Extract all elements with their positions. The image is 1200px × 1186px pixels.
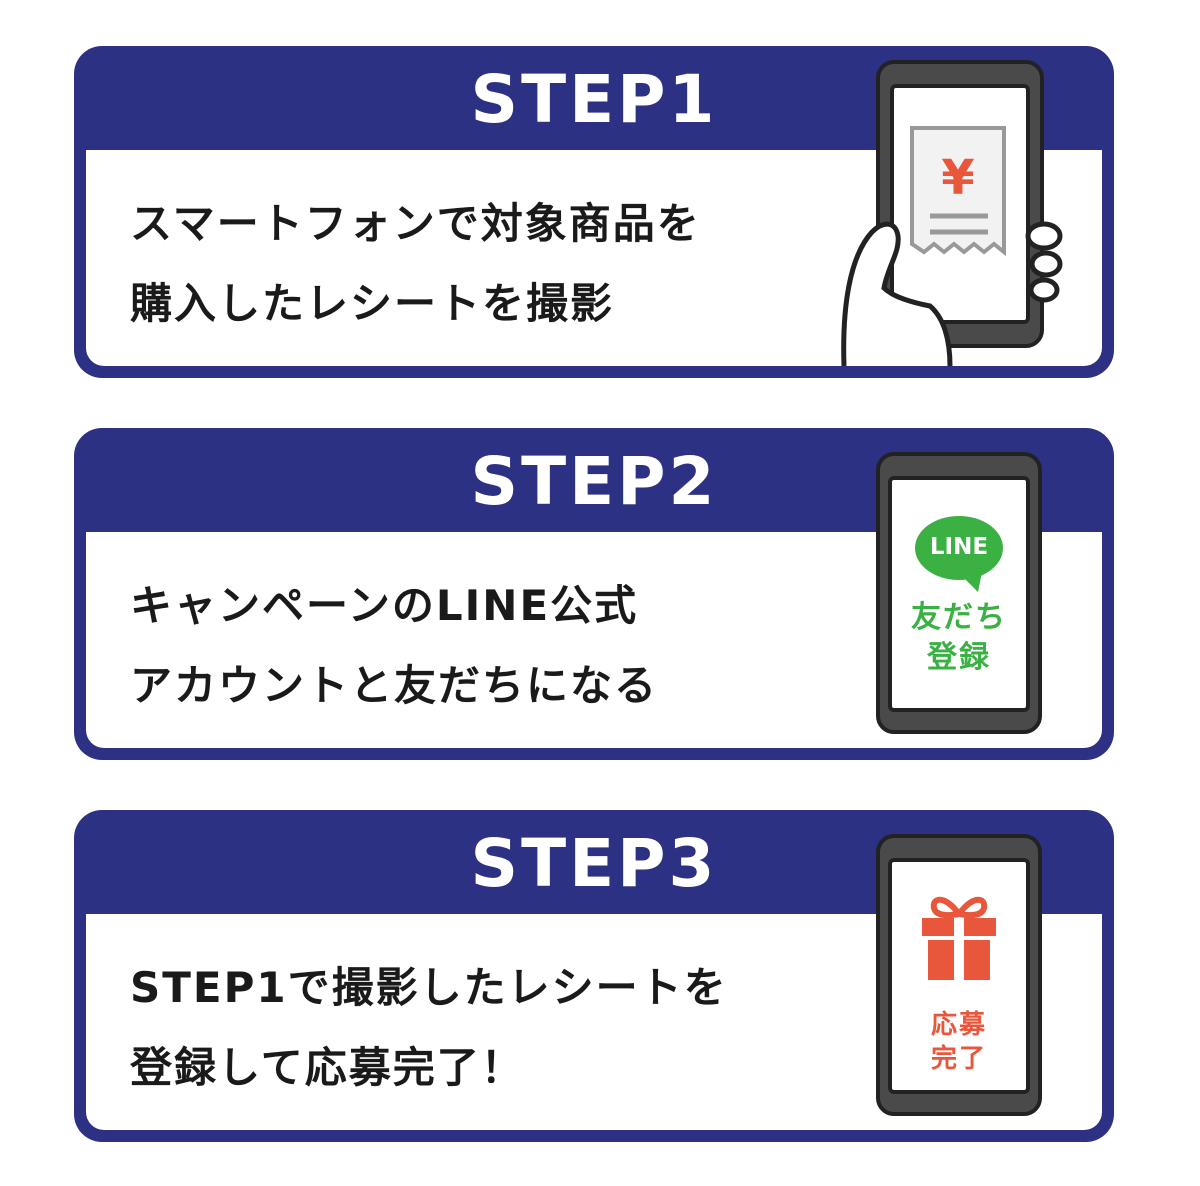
step3-line2: 登録して応募完了！ [130,1043,525,1092]
entry-complete-label: 応募 完了 [889,1008,1029,1076]
step3-card: STEP3 STEP1で撮影したレシートを 登録して応募完了！ 応募 完了 [74,810,1114,1142]
phone-gift-icon: 応募 完了 [874,832,1044,1122]
step2-line1: キャンペーンのLINE公式 [130,581,639,630]
phone-receipt-icon: ¥ [832,56,1072,376]
step1-title: STEP1 [470,61,718,138]
step1-line2: 購入したレシートを撮影 [130,279,615,328]
step3-line1: STEP1で撮影したレシートを [130,963,728,1012]
step2-line2: アカウントと友だちになる [130,661,659,710]
add-friend-label-line1: 友だち [911,600,1007,635]
add-friend-label-line2: 登録 [927,640,991,675]
step1-text: スマートフォンで対象商品を 購入したレシートを撮影 [130,184,701,344]
step2-title: STEP2 [470,443,718,520]
step2-card: STEP2 キャンペーンのLINE公式 アカウントと友だちになる LINE 友だ… [74,428,1114,760]
phone-line-icon: LINE 友だち 登録 [874,450,1044,740]
entry-complete-label-line1: 応募 [930,1010,987,1040]
step2-text: キャンペーンのLINE公式 アカウントと友だちになる [130,566,658,726]
step1-line1: スマートフォンで対象商品を [130,199,701,248]
receipt-yen-symbol: ¥ [941,150,974,206]
add-friend-label: 友だち 登録 [889,598,1029,678]
step1-card: STEP1 スマートフォンで対象商品を 購入したレシートを撮影 ¥ [74,46,1114,378]
entry-complete-label-line2: 完了 [930,1044,987,1074]
step3-text: STEP1で撮影したレシートを 登録して応募完了！ [130,948,728,1108]
line-badge-text: LINE [929,534,989,560]
step3-title: STEP3 [470,825,718,902]
